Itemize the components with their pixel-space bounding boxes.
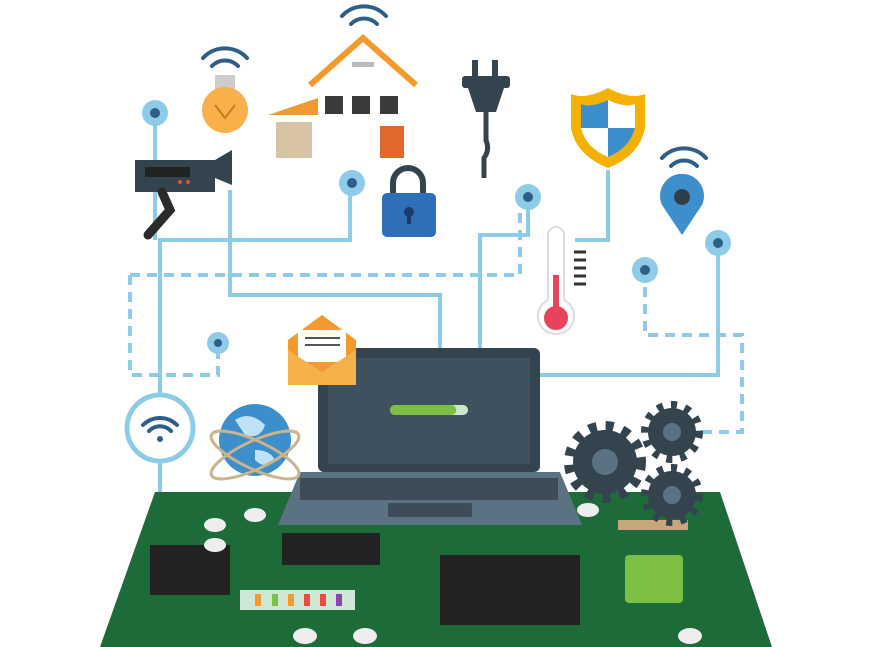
connection-nodes — [142, 100, 731, 354]
node — [207, 332, 229, 354]
plug-icon — [462, 60, 510, 178]
globe-icon — [209, 404, 301, 481]
location-pin-icon — [660, 146, 708, 235]
node — [515, 184, 541, 210]
resistor-strip — [240, 590, 355, 610]
house-icon — [268, 4, 418, 158]
bulb-icon — [201, 46, 249, 133]
camera-icon — [135, 150, 232, 240]
progress-fill — [390, 405, 457, 415]
node — [142, 100, 168, 126]
envelope-icon — [288, 315, 356, 385]
chip — [150, 545, 230, 595]
node — [705, 230, 731, 256]
gear-icon — [564, 401, 703, 526]
lock-icon — [382, 165, 436, 237]
wifi-icon — [124, 392, 196, 464]
shield-icon — [571, 88, 645, 168]
component — [625, 555, 683, 603]
laptop-icon — [278, 348, 582, 525]
chip — [282, 533, 380, 565]
node — [632, 257, 658, 283]
thermometer-icon — [537, 226, 586, 336]
circuit-board — [100, 492, 772, 647]
chip — [440, 555, 580, 625]
node — [339, 170, 365, 196]
